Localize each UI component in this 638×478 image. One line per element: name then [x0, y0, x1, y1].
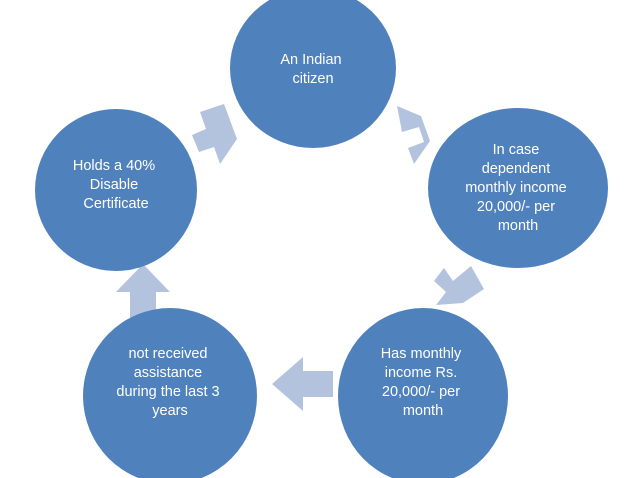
arrow-left-to-top: [192, 104, 237, 164]
node-dependent-income-line5: month: [498, 218, 538, 234]
node-no-assistance-label: not received assistance during the last …: [116, 346, 223, 419]
node-disability-certificate-line1: Holds a 40%: [73, 158, 155, 174]
node-monthly-income-label: Has monthly income Rs. 20,000/- per mont…: [381, 346, 466, 419]
node-dependent-income-line1: In case: [493, 142, 540, 158]
arrow-top-to-right: [397, 106, 430, 164]
node-disability-certificate[interactable]: Holds a 40% Disable Certificate: [35, 109, 197, 271]
node-indian-citizen-line1: An Indian: [280, 52, 341, 68]
node-dependent-income-line2: dependent: [482, 161, 551, 177]
node-no-assistance-line2: assistance: [134, 365, 203, 381]
node-dependent-income-circle[interactable]: [428, 108, 608, 268]
node-no-assistance-circle[interactable]: [83, 308, 257, 478]
node-monthly-income[interactable]: Has monthly income Rs. 20,000/- per mont…: [338, 308, 508, 478]
node-dependent-income[interactable]: In case dependent monthly income 20,000/…: [428, 108, 608, 268]
node-disability-certificate-line3: Certificate: [83, 196, 148, 212]
node-no-assistance-line1: not received: [128, 346, 207, 362]
node-disability-certificate-line2: Disable: [90, 177, 138, 193]
node-monthly-income-line1: Has monthly: [381, 346, 462, 362]
node-dependent-income-label: In case dependent monthly income 20,000/…: [465, 142, 571, 234]
arrow-bottom-left-to-left: [116, 264, 170, 318]
node-dependent-income-line4: 20,000/- per: [477, 199, 555, 215]
node-indian-citizen-label: An Indian citizen: [280, 52, 345, 87]
node-monthly-income-line4: month: [403, 403, 443, 419]
node-disability-certificate-circle[interactable]: [35, 109, 197, 271]
node-no-assistance-line3: during the last 3: [116, 384, 219, 400]
node-no-assistance-line4: years: [152, 403, 187, 419]
node-disability-certificate-label: Holds a 40% Disable Certificate: [73, 158, 159, 212]
node-monthly-income-line3: 20,000/- per: [382, 384, 460, 400]
node-no-assistance[interactable]: not received assistance during the last …: [83, 308, 257, 478]
node-monthly-income-circle[interactable]: [338, 308, 508, 478]
node-indian-citizen-circle[interactable]: [230, 0, 396, 148]
node-indian-citizen-line2: citizen: [292, 71, 333, 87]
arrow-right-to-bottom-right: [434, 266, 484, 305]
node-monthly-income-line2: income Rs.: [385, 365, 458, 381]
node-dependent-income-line3: monthly income: [465, 180, 567, 196]
node-indian-citizen[interactable]: An Indian citizen: [230, 0, 396, 148]
arrow-bottom-right-to-bottom-left: [272, 357, 333, 411]
